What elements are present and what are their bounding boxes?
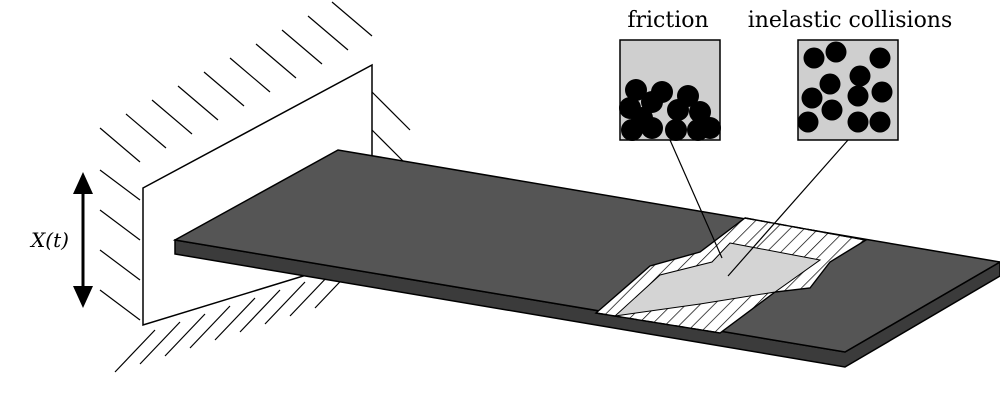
hatch-line (239, 289, 281, 333)
arrow-head-up (73, 172, 93, 194)
friction-label: friction (627, 8, 708, 33)
collision-particles (797, 41, 893, 133)
particle (847, 111, 869, 133)
collisions-inset (797, 39, 899, 141)
hatch-line (255, 43, 297, 79)
particle (631, 107, 653, 129)
hatch-line (114, 329, 156, 373)
hatch-line (99, 209, 141, 241)
particle (869, 111, 891, 133)
particle (797, 111, 819, 133)
displacement-arrow (73, 172, 93, 308)
hatch-line (99, 127, 141, 163)
friction-particles (619, 79, 721, 141)
hatch-line (281, 29, 323, 65)
particle (819, 73, 841, 95)
hatch-line (289, 273, 331, 317)
arrow-head-down (73, 286, 93, 308)
granular-cavity (594, 217, 868, 334)
displacement-label: X(t) (29, 228, 69, 252)
wall-hatching (99, 1, 411, 373)
inelastic-collisions-label: inelastic collisions (748, 8, 953, 33)
hatch-line (371, 91, 411, 131)
collisions-leader-line (727, 139, 849, 277)
hatch-line (214, 297, 256, 341)
hatch-line (99, 169, 141, 201)
particle (625, 79, 647, 101)
hatch-line (177, 85, 219, 121)
particle (689, 101, 711, 123)
particle (801, 87, 823, 109)
cavity-hidden-edge (595, 312, 721, 334)
particle (847, 85, 869, 107)
hatch-line (139, 321, 181, 365)
hatch-line (203, 71, 245, 107)
particle (665, 119, 687, 141)
particle (803, 47, 825, 69)
hatch-line (229, 57, 271, 93)
hatch-line (99, 289, 141, 321)
particle (869, 47, 891, 69)
particle (641, 91, 663, 113)
hatch-line (331, 1, 373, 37)
cavity-hidden-edge (744, 217, 867, 241)
hatch-line (264, 281, 306, 325)
hatch-line (164, 313, 206, 357)
particle (667, 99, 689, 121)
friction-leader-line (669, 139, 723, 259)
particle (825, 41, 847, 63)
particle (821, 99, 843, 121)
hatch-line (99, 249, 141, 281)
hatch-line (189, 305, 231, 349)
hatch-line (151, 99, 193, 135)
cavity-floor (613, 242, 822, 317)
hatch-line (125, 113, 167, 149)
hatch-line (307, 15, 349, 51)
particle (849, 65, 871, 87)
friction-inset (619, 39, 721, 141)
particle (871, 81, 893, 103)
particle (699, 117, 721, 139)
